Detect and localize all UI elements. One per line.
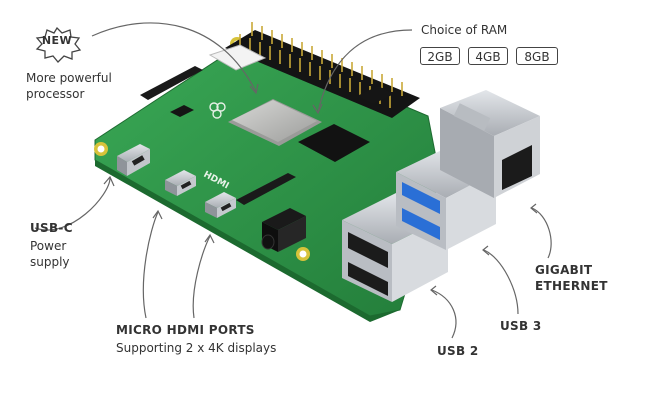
processor-label-line2: processor [26, 87, 85, 101]
audio-jack [261, 208, 306, 252]
ethernet-label-line2: ETHERNET [535, 279, 608, 293]
arrowhead [204, 233, 215, 244]
callout-usb2 [431, 289, 457, 339]
callout-ram [317, 29, 413, 113]
ram-title: Choice of RAM [421, 23, 508, 37]
ram-option-2gb: 2GB [420, 47, 460, 65]
arrowhead [103, 175, 115, 187]
arrowhead [312, 103, 323, 115]
usb2-label: USB 2 [437, 344, 479, 358]
hdmi-subtitle: Supporting 2 x 4K displays [116, 341, 277, 355]
callout-ethernet [531, 207, 552, 259]
usbc-subtitle: Power supply [30, 238, 70, 270]
ethernet-port [440, 90, 540, 198]
raspberry-logo [209, 102, 226, 119]
soc-chip [228, 99, 322, 146]
usbc-port [117, 144, 150, 176]
processor-label: More powerful processor [26, 70, 112, 102]
micro-hdmi-port-1 [205, 192, 236, 218]
arrowhead [482, 245, 490, 256]
arrowhead [530, 203, 538, 214]
micro-hdmi-port-0 [165, 170, 196, 196]
usbc-subtitle-line2: supply [30, 255, 70, 269]
ram-option-8gb: 8GB [516, 47, 558, 65]
display-connector [140, 66, 203, 100]
callout-processor [91, 22, 257, 93]
new-badge-label: NEW [41, 34, 73, 47]
arrowhead [430, 285, 438, 296]
callout-usb3 [483, 249, 519, 315]
arrowhead [249, 83, 259, 95]
usbc-subtitle-line1: Power [30, 239, 67, 253]
ram-option-4gb: 4GB [468, 47, 508, 65]
processor-label-line1: More powerful [26, 71, 112, 85]
new-badge [35, 26, 82, 63]
camera-connector [236, 173, 296, 205]
arrowhead [152, 209, 163, 220]
board-sticker [208, 44, 267, 71]
callout-lines [34, 22, 552, 339]
callout-usbc [34, 177, 111, 231]
usbc-title: USB-C [30, 221, 73, 235]
ram-chip [298, 124, 370, 162]
callout-hdmi-1 [192, 235, 211, 319]
callout-hdmi-0 [142, 211, 159, 319]
hdmi-title: MICRO HDMI PORTS [116, 323, 255, 337]
pmic-chip [170, 105, 194, 117]
ethernet-label: GIGABIT ETHERNET [535, 262, 608, 294]
ethernet-label-line1: GIGABIT [535, 263, 593, 277]
usb3-label: USB 3 [500, 319, 542, 333]
usb-controller-chip [357, 86, 394, 104]
